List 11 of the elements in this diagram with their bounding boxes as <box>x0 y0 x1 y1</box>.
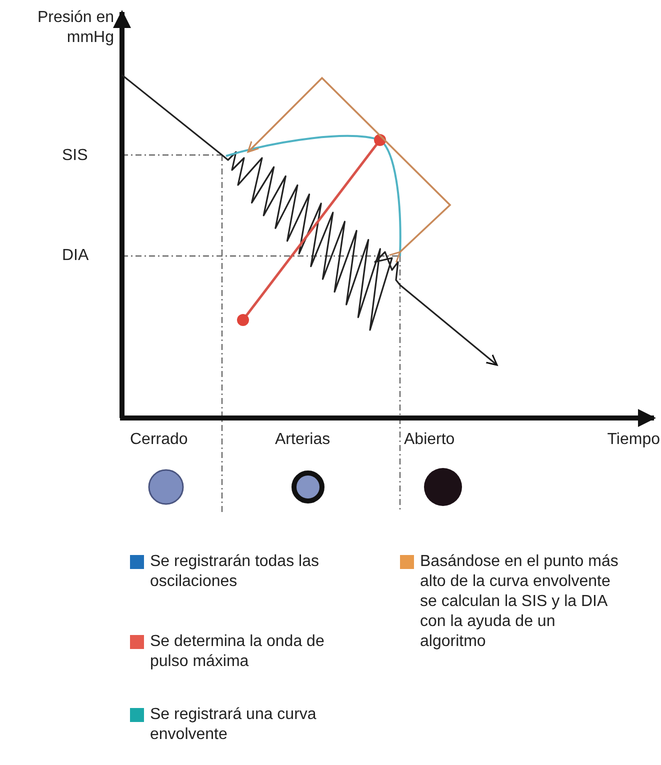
state-label: Abierto <box>404 430 456 450</box>
legend-text: Se registrarán todas las oscilaciones <box>150 552 320 592</box>
state-label: Arterias <box>275 430 332 450</box>
legend-text: Se registrará una curva envolvente <box>150 705 318 745</box>
axis-tick-label: DIA <box>62 246 90 266</box>
legend-text: Se determina la onda de pulso máxima <box>150 632 326 672</box>
state-label: Cerrado <box>130 430 189 450</box>
axis-tick-label: SIS <box>62 146 89 166</box>
axis-title: Presión en mmHg <box>36 8 114 48</box>
axis-title: Tiempo <box>606 430 660 450</box>
legend-text: Basándose en el punto más alto de la curva envolvente se calculan la SIS y la DIA con la ayuda de un algoritmo <box>420 552 620 652</box>
